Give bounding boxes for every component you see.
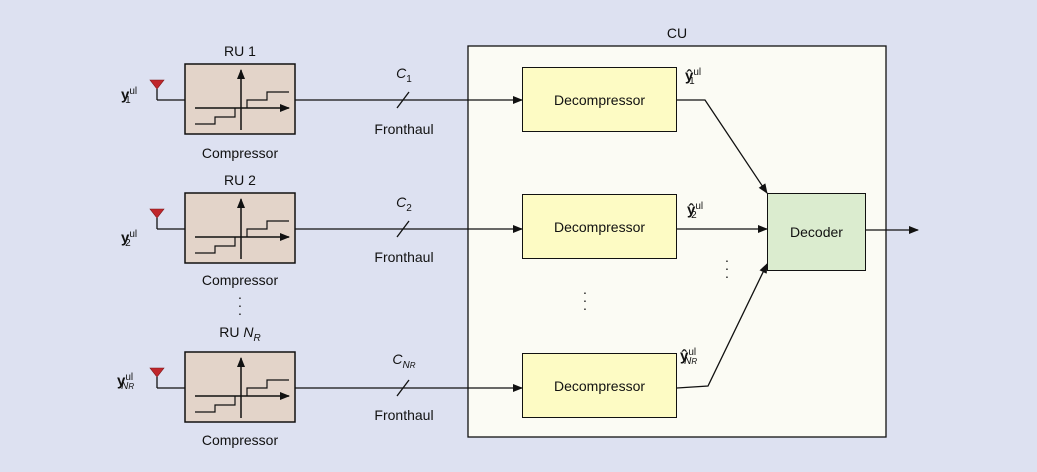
fronthaul-n-label: Fronthaul <box>374 407 434 423</box>
decompressor-n: Decompressor <box>522 353 677 418</box>
arrow-decompn-decoder <box>676 263 768 389</box>
quantizer-icon <box>185 193 295 263</box>
capacity-c2: C2 <box>396 194 412 214</box>
decompressor-1: Decompressor <box>522 67 677 132</box>
decompressor-ellipsis: ··· <box>582 284 588 316</box>
antenna-icon <box>149 208 186 230</box>
estimate-y2: ŷul2 <box>687 201 704 222</box>
cu-title: CU <box>666 25 688 41</box>
antenna-icon <box>149 79 186 101</box>
estimate-y1: ŷul1 <box>685 67 702 88</box>
antenna-icon <box>149 367 186 389</box>
compressor-n-label: Compressor <box>201 432 279 448</box>
estimate-yn: ŷulNR <box>680 347 698 368</box>
capacity-c1: C1 <box>396 65 412 85</box>
compressor-1-label: Compressor <box>201 145 279 161</box>
ru-ellipsis: ··· <box>237 289 243 321</box>
compressor-2-label: Compressor <box>201 272 279 288</box>
decoder-block: Decoder <box>767 193 866 271</box>
ru-n-title: RU NR <box>219 324 261 344</box>
decompressor-2: Decompressor <box>522 194 677 259</box>
capacity-cn: CNR <box>392 351 416 371</box>
signal-y1: yul1 <box>121 86 138 107</box>
arrow-decomp1-decoder <box>677 99 768 194</box>
output-ellipsis: ··· <box>724 252 730 284</box>
fronthaul-2-label: Fronthaul <box>374 249 434 265</box>
signal-y2: yul2 <box>121 229 138 250</box>
fronthaul-1-label: Fronthaul <box>374 121 434 137</box>
quantizer-icon <box>185 352 295 422</box>
ru-2-title: RU 2 <box>224 172 256 188</box>
ru-1-title: RU 1 <box>224 43 256 59</box>
signal-yn: yulNR <box>117 372 135 393</box>
quantizer-icon <box>185 64 295 134</box>
